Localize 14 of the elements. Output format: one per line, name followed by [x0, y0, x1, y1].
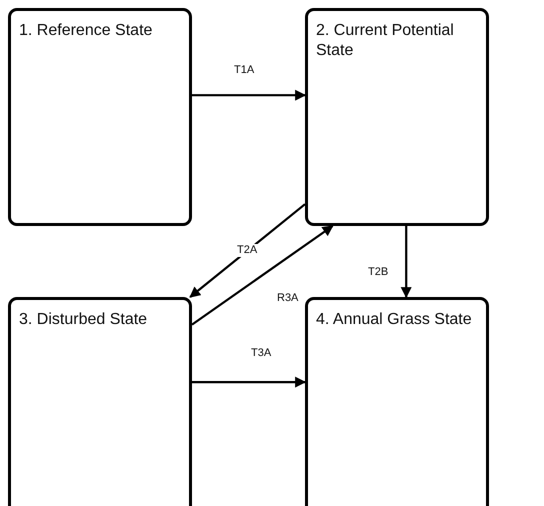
state-box — [305, 8, 489, 226]
state-title: 4. Annual Grass State — [316, 310, 472, 330]
state-box — [8, 8, 192, 226]
arrow — [400, 226, 412, 298]
arrow — [191, 225, 334, 326]
arrow — [192, 90, 306, 101]
state-box — [305, 297, 489, 506]
state-box — [8, 297, 192, 506]
state-title: 1. Reference State — [19, 21, 152, 41]
state-title: 3. Disturbed State — [19, 310, 148, 330]
state-title: 2. Current Potential State — [316, 21, 455, 61]
arrow — [189, 203, 306, 298]
arrow — [192, 376, 306, 388]
edge-label: T2A — [236, 244, 258, 257]
